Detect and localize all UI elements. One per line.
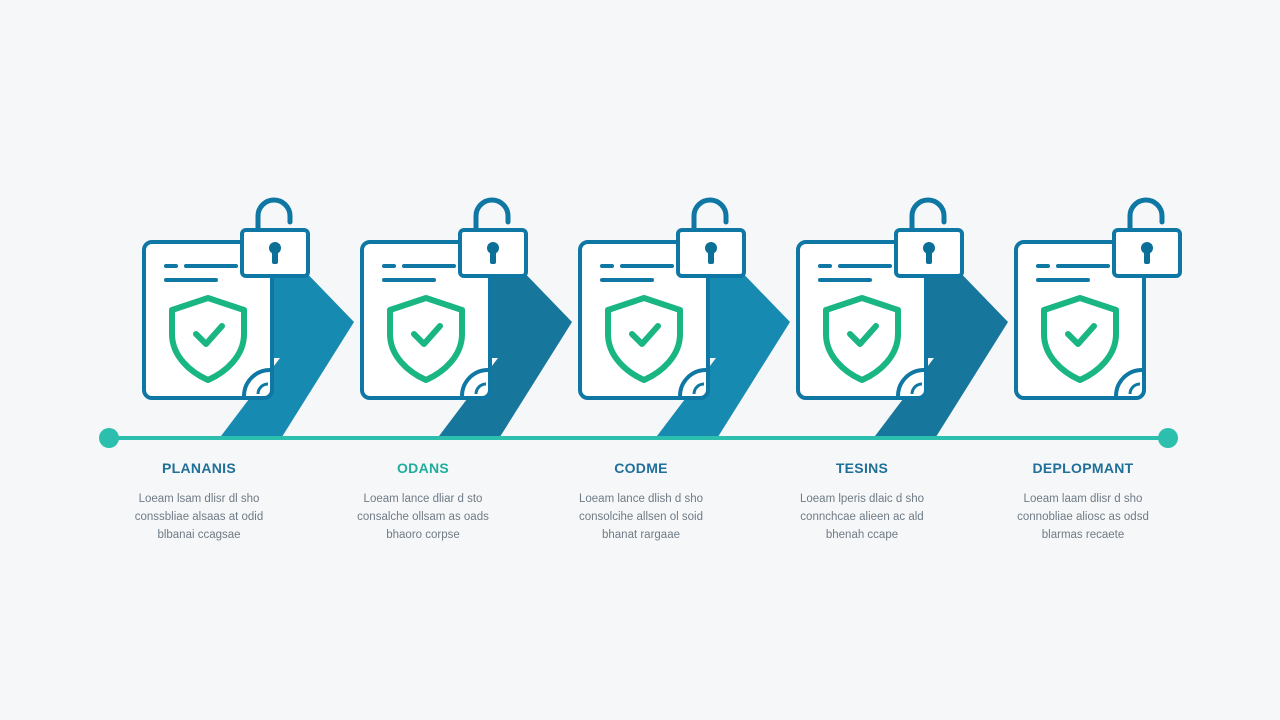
page-curl-inner [256, 382, 269, 395]
page-curl [896, 368, 925, 397]
step-desc-line: Loeam lsam dlisr dl sho [138, 493, 260, 505]
check-mark-icon [847, 323, 879, 347]
shield-check-icon [605, 295, 683, 383]
step-desc-line: Loeam lance dlish d sho [578, 493, 704, 505]
shield-check-icon [387, 295, 465, 383]
step-card-5 [1014, 197, 1182, 400]
step-desc-line: connchcae alieen ac ald [800, 511, 924, 523]
step-desc-line: Loeam laam dlisr d sho [1023, 493, 1143, 505]
shield-check-icon [1041, 295, 1119, 383]
keyhole-slot [708, 248, 714, 264]
step-design: ODANS Loeam lance dliar d sto consalche … [328, 458, 518, 544]
shield-check-icon [169, 295, 247, 383]
padlock-shackle [473, 197, 511, 233]
timeline-end-dot [1158, 428, 1178, 448]
step-desc-line: Loeam lance dliar d sto [363, 493, 483, 505]
page-curl [460, 368, 489, 397]
keyhole-slot [926, 248, 932, 264]
shield-check-icon [823, 295, 901, 383]
step-planning: PLANANIS Loeam lsam dlisr dl sho conssbl… [104, 458, 294, 544]
step-coding: CODME Loeam lance dlish d sho consolcihe… [546, 458, 736, 544]
step-deployment: DEPLOPMANT Loeam laam dlisr d sho connob… [988, 458, 1178, 544]
step-testing: TESINS Loeam lperis dlaic d sho connchca… [767, 458, 957, 544]
padlock-shackle [1127, 197, 1165, 233]
step-title: PLANANIS [162, 460, 236, 476]
step-title: TESINS [835, 460, 889, 476]
step-title: DEPLOPMANT [1032, 460, 1134, 476]
page-curl-inner [474, 382, 487, 395]
step-desc-line: conssbliae alsaas at odid [134, 511, 264, 523]
page-curl [678, 368, 707, 397]
step-card-2 [360, 197, 528, 400]
step-desc-line: blbanai ccagsae [157, 529, 241, 541]
step-desc-line: bhanat rargaae [601, 529, 680, 541]
step-desc-line: consolcihe allsen ol soid [578, 511, 704, 523]
page-curl-inner [1128, 382, 1141, 395]
timeline-start-dot [99, 428, 119, 448]
check-mark-icon [193, 323, 225, 347]
step-cards [142, 197, 1182, 400]
page-curl [242, 368, 271, 397]
step-desc-line: Loeam lperis dlaic d sho [799, 493, 924, 505]
check-mark-icon [411, 323, 443, 347]
padlock-shackle [691, 197, 729, 233]
padlock-shackle [255, 197, 293, 233]
step-desc-line: bhaoro corpse [386, 529, 460, 541]
page-curl-inner [910, 382, 923, 395]
step-card-1 [142, 197, 310, 400]
page-curl-inner [692, 382, 705, 395]
step-desc-line: consalche ollsam as oads [357, 511, 489, 523]
keyhole-slot [1144, 248, 1150, 264]
keyhole-slot [490, 248, 496, 264]
step-title: CODME [614, 460, 668, 476]
check-mark-icon [1065, 323, 1097, 347]
step-card-3 [578, 197, 746, 400]
page-curl [1114, 368, 1143, 397]
step-title: ODANS [396, 460, 450, 476]
step-card-4 [796, 197, 964, 400]
keyhole-slot [272, 248, 278, 264]
step-desc-line: connobliae aliosc as odsd [1017, 511, 1149, 523]
step-desc-line: blarmas recaete [1041, 529, 1125, 541]
step-desc-line: bhenah ccape [825, 529, 899, 541]
padlock-shackle [909, 197, 947, 233]
check-mark-icon [629, 323, 661, 347]
